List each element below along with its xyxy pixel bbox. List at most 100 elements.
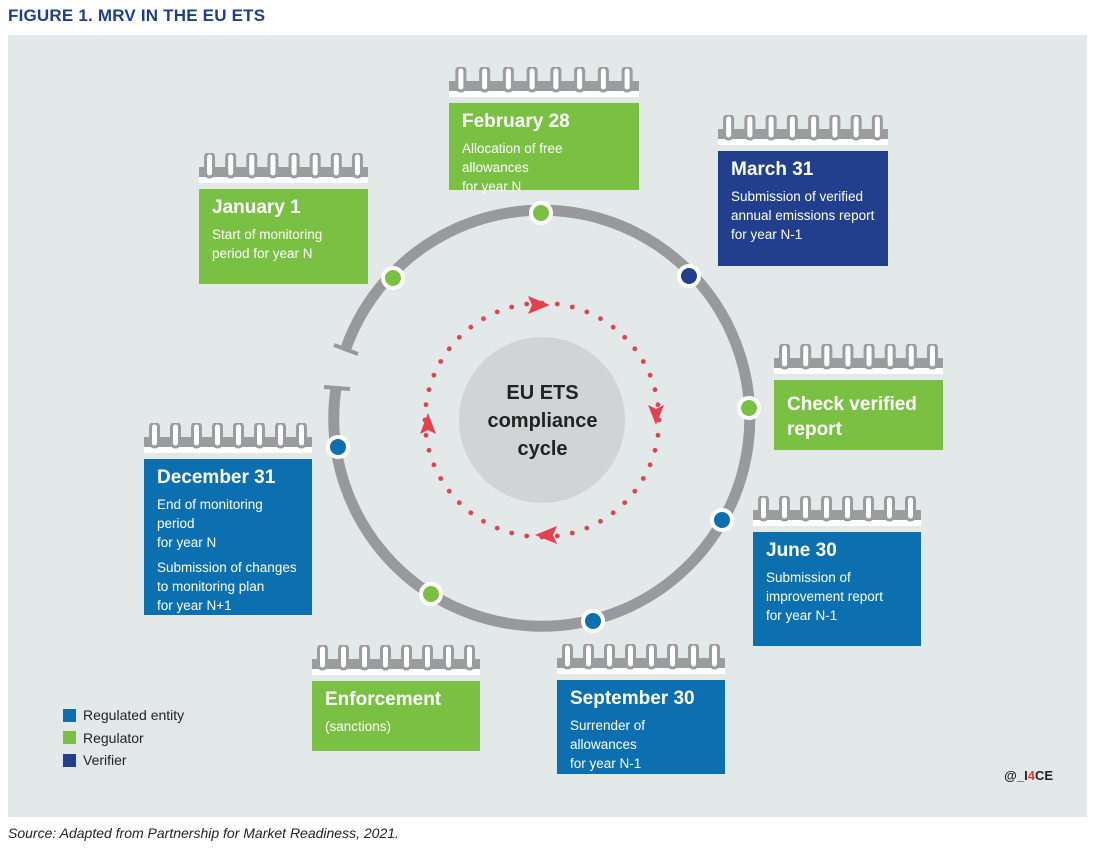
legend-item-regulated-entity: Regulated entity (63, 704, 184, 727)
marker-feb28 (529, 201, 553, 225)
calendar-ring (296, 423, 307, 449)
cycle-dot (423, 432, 429, 438)
calendar-card-check: Check verified report (774, 344, 943, 450)
cycle-dot (509, 304, 515, 310)
calendar-ring (621, 67, 633, 93)
cycle-dot (426, 447, 432, 453)
calendar-ring (380, 645, 391, 671)
calendar-ring (204, 153, 216, 179)
calendar-ring (455, 67, 467, 93)
card-desc: Surrender of allowances for year N-1 (570, 718, 646, 771)
cycle-ring (328, 204, 756, 632)
calendar-ring (225, 153, 237, 179)
calendar-ring (884, 344, 896, 370)
calendar-header-band (199, 177, 368, 183)
calendar-card-feb28: February 28 Allocation of free allowance… (449, 67, 639, 194)
calendar-ring (779, 344, 791, 370)
calendar-ring (842, 496, 853, 522)
cycle-dot (446, 488, 452, 494)
cycle-dot (438, 359, 444, 364)
cycle-dot (584, 525, 590, 531)
milestone-markers (326, 201, 761, 633)
calendar-ring (905, 496, 916, 522)
calendar-ring (884, 496, 895, 522)
marker-jan1 (381, 266, 405, 290)
calendar-ring (574, 67, 586, 93)
cycle-dot (647, 462, 653, 468)
calendar-ring (254, 423, 265, 449)
cycle-dot (431, 372, 437, 378)
calendar-ring (723, 115, 735, 141)
ring-cap-bottom (323, 385, 351, 391)
calendar-ring (526, 67, 538, 93)
legend-label: Verifier (83, 752, 127, 769)
credit-prefix: @_I (1004, 768, 1028, 783)
credit-logo: @_I4CE (1004, 768, 1053, 783)
calendar-ring (464, 645, 475, 671)
card-date: December 31 (157, 467, 276, 488)
calendar-binding-rings (718, 115, 888, 145)
calendar-ring (422, 645, 433, 671)
calendar-ring (309, 153, 321, 179)
cycle-dot (652, 387, 658, 393)
cycle-dot (569, 304, 575, 310)
cycle-dot (610, 324, 616, 330)
calendar-ring (842, 344, 854, 370)
calendar-ring (604, 644, 615, 670)
cycle-dot (632, 346, 638, 352)
arrow-top-icon (528, 296, 550, 314)
card-desc-secondary: Submission of changes to monitoring plan… (157, 560, 297, 613)
calendar-ring (646, 644, 657, 670)
cycle-dot (481, 316, 486, 322)
arrow-right-icon (648, 405, 664, 425)
marker-check (737, 396, 761, 420)
calendar-card-enforcement: Enforcement (sanctions) (312, 645, 480, 751)
ring-cap-top (333, 343, 359, 356)
legend-item-verifier: Verifier (63, 749, 184, 772)
calendar-ring (744, 115, 756, 141)
cycle-dot (655, 432, 661, 438)
cycle-dot (598, 518, 603, 524)
calendar-binding-rings (557, 644, 725, 674)
calendar-ring (597, 67, 609, 93)
legend-swatch (63, 753, 76, 767)
calendar-ring (401, 645, 412, 671)
legend-item-regulator: Regulator (63, 727, 184, 750)
dotted-cycle-path (422, 300, 662, 540)
calendar-ring (829, 115, 841, 141)
calendar-card-jan1: January 1 Start of monitoring period for… (199, 153, 368, 284)
arrow-left-icon (420, 413, 436, 434)
legend-swatch (63, 731, 76, 745)
cycle-dot (438, 476, 444, 481)
cycle-dot (622, 500, 628, 506)
cycle-dot (423, 402, 429, 408)
calendar-ring (863, 496, 874, 522)
cycle-dot (426, 387, 432, 393)
calendar-ring (709, 644, 720, 670)
calendar-ring (212, 423, 223, 449)
cycle-dot (431, 462, 437, 468)
calendar-ring (267, 153, 279, 179)
card-desc: (sanctions) (325, 719, 392, 734)
center-circle (459, 337, 625, 503)
cycle-dot (494, 525, 500, 531)
card-date: March 31 (731, 159, 814, 180)
calendar-ring (351, 153, 363, 179)
credit-suffix: CE (1034, 768, 1053, 783)
cycle-dot (584, 309, 590, 315)
legend: Regulated entity Regulator Verifier (63, 704, 184, 772)
card-date: September 30 (570, 688, 695, 709)
calendar-ring (808, 115, 820, 141)
calendar-binding-rings (312, 645, 480, 675)
calendar-ring (288, 153, 300, 179)
card-desc: Allocation of free allowances for year N (462, 141, 563, 194)
calendar-ring (863, 344, 875, 370)
card-date: Enforcement (325, 689, 442, 710)
calendar-card-sep30: September 30 Surrender of allowances for… (557, 644, 725, 774)
calendar-header-band (557, 668, 725, 674)
calendar-binding-rings (753, 496, 921, 526)
calendar-ring (338, 645, 349, 671)
cycle-dot (446, 346, 452, 352)
cycle-dot (622, 334, 628, 340)
